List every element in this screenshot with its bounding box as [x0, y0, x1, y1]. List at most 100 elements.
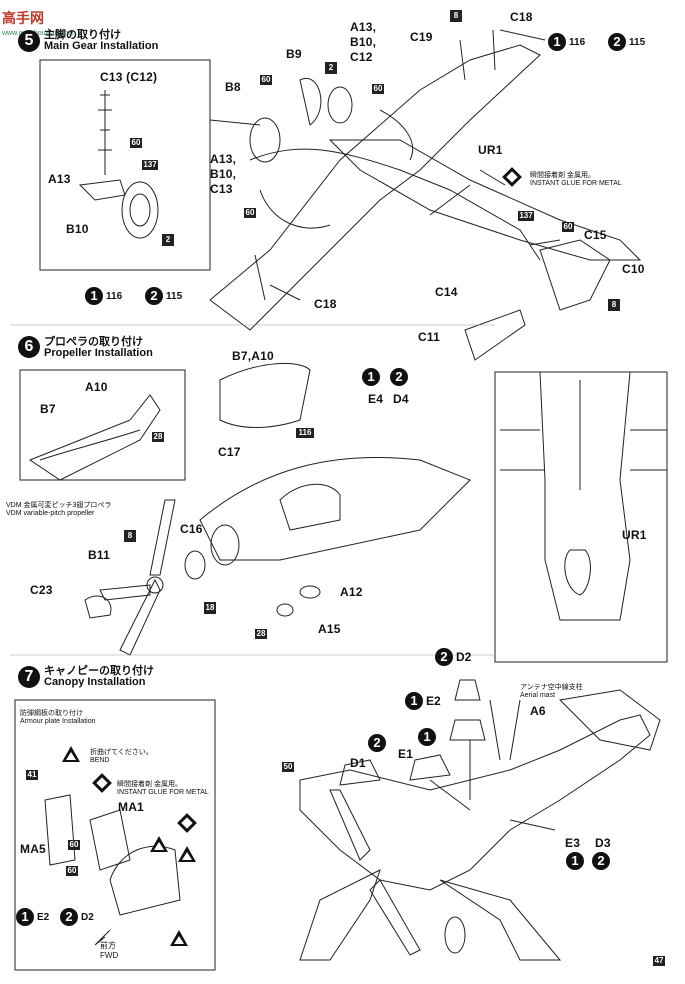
- part-square-8-b: 8: [608, 299, 620, 311]
- label-c10: C10: [622, 262, 645, 276]
- part-square-60-c: 60: [130, 138, 142, 148]
- section-7-number: 7: [18, 666, 40, 688]
- armour-title-jp: 防弾鋼板の取り付け: [20, 710, 83, 717]
- label-c18-bottom: C18: [314, 297, 337, 311]
- label-a12: A12: [340, 585, 363, 599]
- label-a13-b: A13,: [210, 152, 237, 166]
- label-e4: E4: [368, 392, 384, 406]
- cowling-part: [219, 362, 311, 428]
- label-c13-c12: C13 (C12): [100, 70, 158, 84]
- canopy-inset: [109, 845, 181, 916]
- watermark-logo: 高手网: [2, 8, 44, 28]
- label-a13-list: A13,: [350, 20, 377, 34]
- part-square-2-inset: 2: [162, 234, 174, 246]
- label-b11: B11: [88, 548, 110, 562]
- wing-lower-outline: [328, 139, 642, 261]
- ventral-view-frame: [494, 371, 668, 663]
- label-c13-b: C13: [210, 182, 233, 196]
- watermark-site-chars: 高手网: [2, 10, 44, 26]
- bend-triangle-icon-b: [150, 836, 168, 852]
- label-d4: D4: [393, 392, 409, 406]
- section-7-title-jp: キャノピーの取り付け: [44, 665, 154, 677]
- part-square-8: 8: [450, 10, 462, 22]
- label-ur1-ventral: UR1: [622, 528, 647, 542]
- label-b10-inset: B10: [66, 222, 89, 236]
- label-a15: A15: [318, 622, 341, 636]
- propeller-blades: [99, 499, 176, 656]
- section-6-title-en: Propeller Installation: [44, 347, 153, 359]
- part-square-60-e: 60: [562, 222, 574, 232]
- label-c17: C17: [218, 445, 241, 459]
- fuselage-front: [199, 457, 471, 561]
- inset-gear-strut: [98, 90, 112, 175]
- label-a10: A10: [85, 380, 108, 394]
- bend-triangle-icon: [62, 746, 80, 762]
- part-square-60-b: 60: [372, 84, 384, 94]
- label-ur1-top: UR1: [478, 143, 503, 157]
- part-square-137-a: 137: [142, 160, 158, 170]
- label-b9: B9: [286, 47, 302, 61]
- label-c18-top: C18: [510, 10, 533, 24]
- fwd-label-jp: 前方: [100, 941, 116, 950]
- section-5-title-en: Main Gear Installation: [44, 40, 159, 52]
- wing-upper-outline: [209, 44, 541, 331]
- label-c15: C15: [584, 228, 607, 242]
- aerial-mast-note-en: Aerial mast: [520, 692, 556, 699]
- label-b7-a10: B7,A10: [232, 349, 274, 363]
- label-c14: C14: [435, 285, 458, 299]
- label-ma5: MA5: [20, 842, 46, 856]
- part-square-137-b: 137: [518, 211, 534, 221]
- label-c19: C19: [410, 30, 433, 44]
- part-square-60-a: 60: [260, 75, 272, 85]
- main-gear-inset-frame: [39, 59, 211, 271]
- section-6-number: 6: [18, 336, 40, 358]
- label-b10-b: B10,: [210, 167, 237, 181]
- ur1-panel: [564, 549, 591, 596]
- label-c12-list: C12: [350, 50, 373, 64]
- section-5-title-jp: 主脚の取り付け: [44, 29, 121, 41]
- label-d1: D1: [350, 756, 366, 770]
- glue-note-jp: 瞬間接着剤 金属用。: [530, 172, 595, 179]
- bend-note-jp: 折曲げてください。: [90, 749, 153, 756]
- part-square-50: 50: [282, 762, 294, 772]
- label-e3: E3: [565, 836, 581, 850]
- part-square-60-s7a: 60: [68, 840, 80, 850]
- part-square-41: 41: [26, 770, 38, 780]
- part-square-116: 116: [296, 428, 314, 438]
- watermark-domain: www.gaoshouwang.net: [2, 30, 74, 37]
- label-b7: B7: [40, 402, 56, 416]
- part-square-28-b: 28: [255, 629, 267, 639]
- badge-1-e3: 1: [566, 852, 584, 870]
- fwd-label-en: FWD: [100, 951, 119, 960]
- armour-inset-frame: [14, 699, 216, 971]
- glue-note-jp-s7: 瞬間接着剤 金属用。: [117, 781, 182, 788]
- label-c16: C16: [180, 522, 203, 536]
- aircraft-outline: [299, 714, 651, 891]
- section-7-title-en: Canopy Installation: [44, 676, 146, 688]
- part-square-2: 2: [325, 62, 337, 74]
- label-ma1: MA1: [118, 800, 144, 814]
- label-b8: B8: [225, 80, 241, 94]
- label-b10-list: B10,: [350, 35, 377, 49]
- label-c23: C23: [30, 583, 53, 597]
- bend-triangle-icon-d: [170, 930, 188, 946]
- badge-2-s6: 2: [390, 368, 408, 386]
- label-c11: C11: [418, 330, 440, 344]
- part-square-47: 47: [653, 956, 665, 966]
- label-e1: E1: [398, 747, 414, 761]
- badge-2-d1: 2: [368, 734, 386, 752]
- vdm-note-en: VDM variable-pitch propeller: [6, 510, 95, 517]
- label-a13-inset: A13: [48, 172, 71, 186]
- part-square-60-s7b: 60: [66, 866, 78, 876]
- part-square-28-a: 28: [152, 432, 164, 442]
- glue-note-en: INSTANT GLUE FOR METAL: [530, 180, 622, 187]
- badge-2-d3: 2: [592, 852, 610, 870]
- label-d3: D3: [595, 836, 611, 850]
